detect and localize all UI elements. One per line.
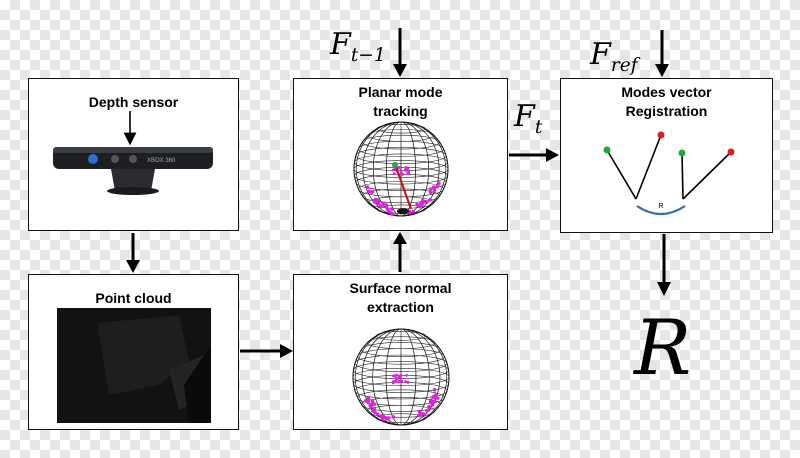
arrow-pointcloud-to-normal (240, 344, 293, 358)
arrow-sensor-to-pointcloud (126, 233, 140, 273)
arrow-f-prev-into-tracking (393, 28, 407, 77)
arrow-f-ref-into-registration (655, 30, 669, 77)
arrow-registration-to-result (657, 234, 671, 296)
arrow-normal-to-tracking (393, 232, 407, 272)
arrow-tracking-to-registration (509, 148, 559, 162)
